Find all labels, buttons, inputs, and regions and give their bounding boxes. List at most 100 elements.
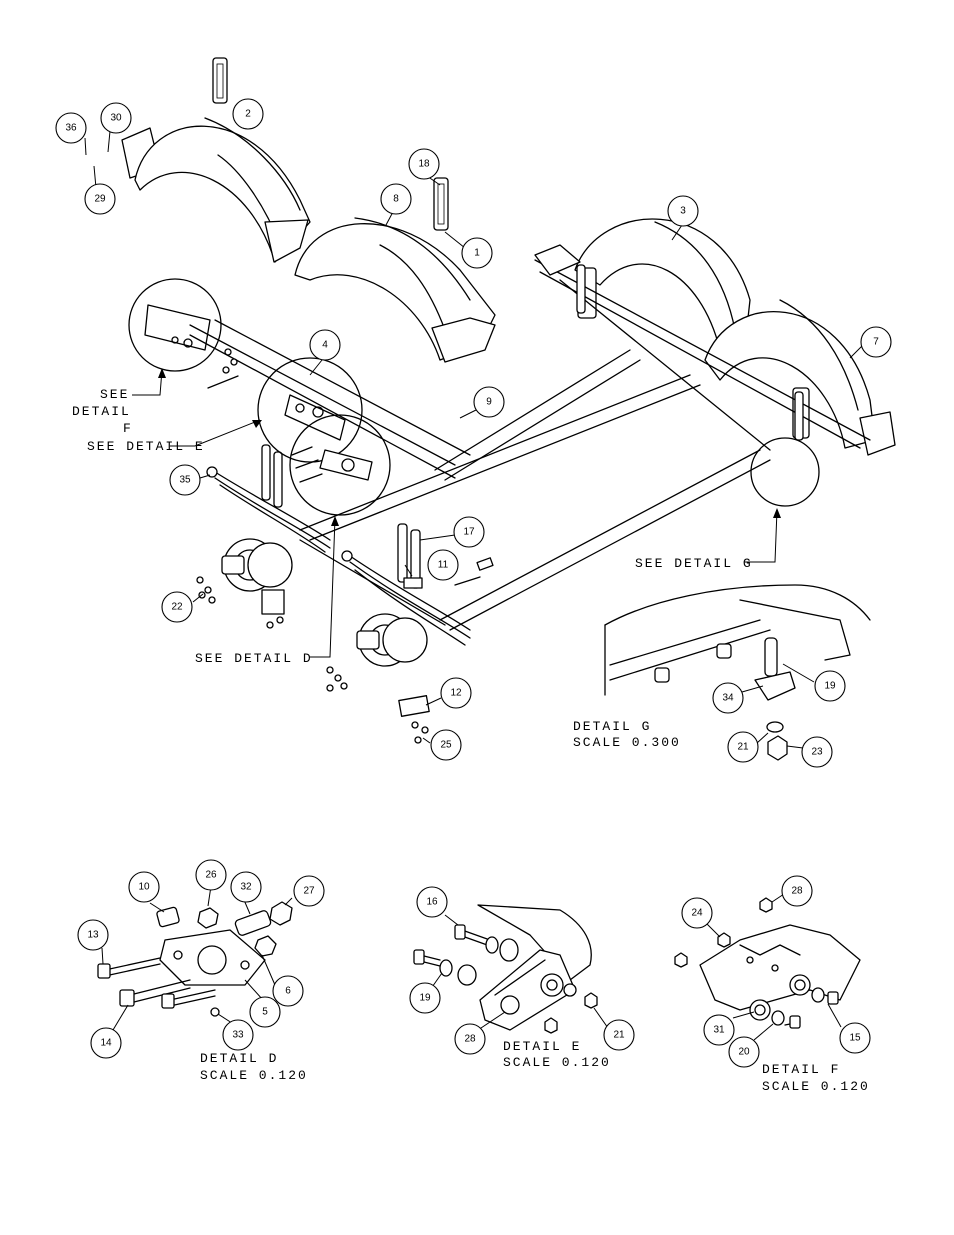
balloon-26-label: 26 bbox=[205, 870, 217, 881]
balloon-16: 16 bbox=[416, 886, 448, 918]
hub-left bbox=[221, 538, 293, 615]
balloon-24: 24 bbox=[681, 897, 713, 929]
balloon-1: 1 bbox=[461, 237, 493, 269]
detail-circle-f bbox=[128, 278, 222, 372]
balloon-28-e: 28 bbox=[454, 1023, 486, 1055]
balloon-27: 27 bbox=[293, 875, 325, 907]
balloon-22: 22 bbox=[161, 591, 193, 623]
balloon-18: 18 bbox=[408, 148, 440, 180]
balloon-10: 10 bbox=[128, 871, 160, 903]
balloon-30-label: 30 bbox=[110, 113, 122, 124]
balloon-28-f-label: 28 bbox=[791, 886, 803, 897]
balloon-28-f: 28 bbox=[781, 875, 813, 907]
see-detail-leaders bbox=[132, 369, 778, 658]
balloon-30: 30 bbox=[100, 102, 132, 134]
balloon-9-label: 9 bbox=[486, 397, 492, 408]
detail-f-scale: SCALE 0.120 bbox=[762, 1079, 870, 1094]
detail-e-title: DETAIL E bbox=[503, 1039, 581, 1054]
leaf-spring-35 bbox=[206, 466, 331, 553]
balloon-32-label: 32 bbox=[240, 882, 252, 893]
balloon-9: 9 bbox=[473, 386, 505, 418]
see-detail-e-label: SEE DETAIL E bbox=[87, 439, 205, 454]
detail-circle-e bbox=[257, 357, 363, 463]
balloon-33-label: 33 bbox=[232, 1030, 244, 1041]
u-bolts-17 bbox=[397, 523, 423, 589]
detail-f-view bbox=[674, 897, 861, 1029]
balloon-4-label: 4 bbox=[322, 340, 328, 351]
balloon-19-e-label: 19 bbox=[419, 993, 431, 1004]
balloon-21-g: 21 bbox=[727, 731, 759, 763]
balloon-2: 2 bbox=[232, 98, 264, 130]
fender-2 bbox=[121, 117, 311, 263]
balloon-7-label: 7 bbox=[873, 337, 879, 348]
detail-g-title: DETAIL G bbox=[573, 719, 651, 734]
fender-bracket-18 bbox=[433, 177, 449, 231]
u-bolts-left bbox=[261, 444, 283, 508]
balloon-20: 20 bbox=[728, 1036, 760, 1068]
balloon-23: 23 bbox=[801, 736, 833, 768]
detail-d-view bbox=[97, 901, 293, 1017]
balloon-34: 34 bbox=[712, 682, 744, 714]
balloon-16-label: 16 bbox=[426, 897, 438, 908]
balloon-19-g-label: 19 bbox=[824, 681, 836, 692]
balloon-23-label: 23 bbox=[811, 747, 823, 758]
balloon-13-label: 13 bbox=[87, 930, 99, 941]
see-detail-f-line1: SEE bbox=[100, 387, 129, 402]
detail-g-scale: SCALE 0.300 bbox=[573, 735, 681, 750]
balloon-34-label: 34 bbox=[722, 693, 734, 704]
see-detail-d-label: SEE DETAIL D bbox=[195, 651, 313, 666]
balloon-36: 36 bbox=[55, 112, 87, 144]
fender-bracket-18-upper bbox=[212, 57, 228, 104]
balloon-8-label: 8 bbox=[393, 194, 399, 205]
fender-8 bbox=[294, 217, 496, 363]
balloon-36-label: 36 bbox=[65, 123, 77, 134]
balloon-21-g-label: 21 bbox=[737, 742, 749, 753]
arrowheads bbox=[158, 368, 781, 526]
balloon-6: 6 bbox=[272, 975, 304, 1007]
balloon-35-label: 35 bbox=[179, 475, 191, 486]
balloon-35: 35 bbox=[169, 464, 201, 496]
leaf-spring-right bbox=[341, 550, 471, 646]
detail-d-title: DETAIL D bbox=[200, 1051, 278, 1066]
balloon-21-e: 21 bbox=[603, 1019, 635, 1051]
u-bolts-right bbox=[576, 264, 804, 441]
see-detail-f-line3: F bbox=[123, 421, 133, 436]
balloon-7: 7 bbox=[860, 326, 892, 358]
balloon-31: 31 bbox=[703, 1014, 735, 1046]
balloon-11: 11 bbox=[427, 549, 459, 581]
balloon-4: 4 bbox=[309, 329, 341, 361]
balloon-3: 3 bbox=[667, 195, 699, 227]
balloon-17-label: 17 bbox=[463, 527, 475, 538]
balloon-14: 14 bbox=[90, 1027, 122, 1059]
balloon-28-e-label: 28 bbox=[464, 1034, 476, 1045]
balloon-31-label: 31 bbox=[713, 1025, 725, 1036]
detail-f-title: DETAIL F bbox=[762, 1062, 840, 1077]
balloon-24-label: 24 bbox=[691, 908, 703, 919]
balloon-11-label: 11 bbox=[438, 560, 449, 571]
balloon-32: 32 bbox=[230, 871, 262, 903]
balloon-5-label: 5 bbox=[262, 1007, 268, 1018]
balloon-29: 29 bbox=[84, 183, 116, 215]
balloon-2-label: 2 bbox=[245, 109, 251, 120]
detail-circle-g bbox=[750, 437, 820, 507]
detail-d-scale: SCALE 0.120 bbox=[200, 1068, 308, 1083]
see-detail-g-label: SEE DETAIL G bbox=[635, 556, 753, 571]
balloon-25-label: 25 bbox=[440, 740, 452, 751]
balloon-29-label: 29 bbox=[94, 194, 106, 205]
balloon-1-label: 1 bbox=[474, 248, 480, 259]
balloon-26: 26 bbox=[195, 859, 227, 891]
balloon-19-e: 19 bbox=[409, 982, 441, 1014]
balloon-27-label: 27 bbox=[303, 886, 315, 897]
balloon-15-label: 15 bbox=[849, 1033, 861, 1044]
balloon-25: 25 bbox=[430, 729, 462, 761]
hardware-scatter bbox=[196, 348, 494, 744]
trailer-frame bbox=[189, 244, 871, 631]
balloon-12: 12 bbox=[440, 677, 472, 709]
balloon-33: 33 bbox=[222, 1019, 254, 1051]
balloon-19-g: 19 bbox=[814, 670, 846, 702]
balloon-5: 5 bbox=[249, 996, 281, 1028]
balloon-3-label: 3 bbox=[680, 206, 686, 217]
hub-right bbox=[356, 613, 428, 667]
balloon-22-label: 22 bbox=[171, 602, 183, 613]
